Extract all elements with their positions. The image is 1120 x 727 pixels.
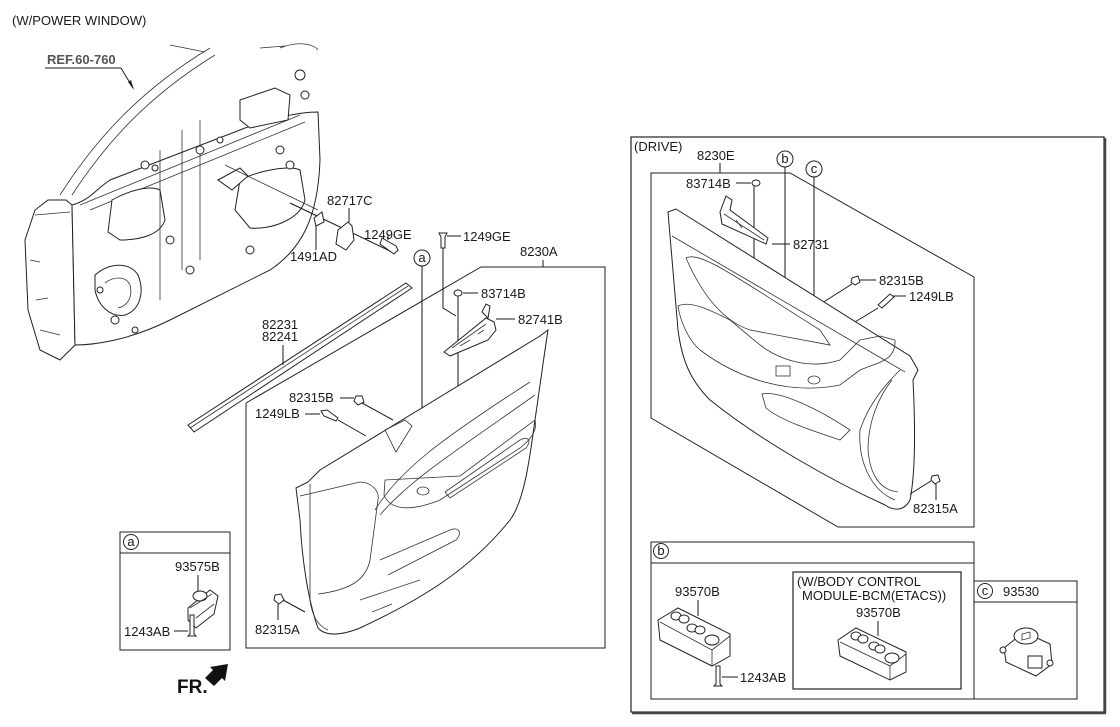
label-1249LB-drive[interactable]: 1249LB — [909, 289, 954, 304]
label-93530[interactable]: 93530 — [1003, 584, 1039, 599]
diagram-title: (W/POWER WINDOW) — [12, 13, 146, 28]
label-82315B-drive[interactable]: 82315B — [879, 273, 924, 288]
detail-b-box: b 93570B 1243AB (W/BODY CONTROL MODULE-B… — [650, 541, 975, 700]
detail-c-badge — [977, 583, 993, 599]
label-82231[interactable]: 82231 — [262, 317, 298, 332]
screw-1249ge-b — [438, 232, 448, 249]
detail-a-letter: a — [127, 534, 135, 549]
front-arrow-icon — [205, 664, 228, 686]
label-1491AD[interactable]: 1491AD — [290, 249, 337, 264]
detail-a-box: a 93575B 1243AB — [119, 531, 231, 651]
switch-93575b-icon — [187, 589, 219, 629]
bcm-variant-box — [792, 571, 962, 690]
door-inner-panel-drawing — [24, 43, 321, 361]
label-82315B[interactable]: 82315B — [289, 390, 334, 405]
detail-c-letter: c — [982, 583, 989, 598]
door-frame-reference: REF.60-760 — [24, 43, 321, 361]
drive-panel-title: (DRIVE) — [634, 139, 682, 154]
label-83714B-drive[interactable]: 83714B — [686, 176, 731, 191]
detail-a-badge — [123, 534, 139, 550]
switch-recess-c — [807, 375, 821, 385]
clip-83714b-drive — [751, 179, 761, 187]
detail-c-box: c 93530 — [973, 580, 1078, 700]
bolt-1249ge-a — [379, 237, 399, 255]
label-1249GE-a[interactable]: 1249GE — [364, 227, 412, 242]
clip-82315a-drive — [930, 474, 941, 485]
label-82315A-drive[interactable]: 82315A — [913, 501, 958, 516]
clip-83714b — [453, 289, 463, 297]
door-trim-panel-drawing — [295, 328, 549, 635]
clip-82315b — [353, 395, 365, 406]
ref-label[interactable]: REF.60-760 — [47, 52, 116, 67]
label-93575B[interactable]: 93575B — [175, 559, 220, 574]
clip-82315a — [273, 593, 285, 605]
door-trim-panel-drawing-drive — [667, 208, 919, 510]
callout-a-letter[interactable]: a — [418, 250, 426, 265]
label-82731[interactable]: 82731 — [793, 237, 829, 252]
screw-1243ab-b — [712, 665, 724, 687]
label-1243AB-a[interactable]: 1243AB — [124, 624, 170, 639]
clip-82315b-drive — [850, 275, 861, 286]
callout-c-letter[interactable]: c — [811, 161, 818, 176]
label-1249GE-b[interactable]: 1249GE — [463, 229, 511, 244]
label-83714B[interactable]: 83714B — [481, 286, 526, 301]
label-93570B-bcm[interactable]: 93570B — [856, 605, 901, 620]
front-label: FR. — [177, 677, 208, 698]
label-82741B[interactable]: 82741B — [518, 312, 563, 327]
bolt-1249lb — [320, 409, 339, 422]
label-93570B-b[interactable]: 93570B — [675, 584, 720, 599]
label-1243AB-b[interactable]: 1243AB — [740, 670, 786, 685]
label-1249LB[interactable]: 1249LB — [255, 406, 300, 421]
detail-b-badge — [653, 543, 669, 559]
label-82717C[interactable]: 82717C — [327, 193, 373, 208]
label-8230A[interactable]: 8230A — [520, 244, 558, 259]
switch-recess-b — [775, 365, 791, 377]
bolt-1249lb-drive — [877, 293, 895, 309]
detail-b-letter: b — [657, 543, 664, 558]
bcm-note-line2: MODULE-BCM(ETACS)) — [802, 588, 946, 603]
master-switch-bcm-icon — [837, 627, 907, 681]
bracket-82717c — [335, 221, 355, 251]
clip-1491ad — [313, 211, 325, 227]
lock-knob — [416, 486, 430, 496]
screw-1243ab-a — [186, 614, 198, 637]
label-82315A[interactable]: 82315A — [255, 622, 300, 637]
inner-handle-82731 — [719, 195, 769, 245]
master-switch-93570b-icon — [657, 607, 731, 667]
inner-handle-82741b — [443, 317, 497, 357]
arrow-icon — [128, 80, 134, 90]
front-direction-indicator: FR. — [177, 664, 228, 698]
trim-assembly-8230a: 8230A 1249GE a 83714B 82741B 82315B 1249… — [245, 229, 606, 649]
drive-panel: (DRIVE) 8230E b c 83714B 82731 82315B 12… — [630, 136, 1107, 715]
bracket-group: 1491AD 82717C 1249GE — [289, 193, 412, 264]
mirror-switch-93530-icon — [999, 627, 1054, 677]
bcm-note-line1: (W/BODY CONTROL — [797, 574, 921, 589]
callout-b-letter[interactable]: b — [781, 151, 788, 166]
label-8230E[interactable]: 8230E — [697, 148, 735, 163]
weatherstrip-group: 82231 82241 — [187, 282, 413, 433]
label-82241[interactable]: 82241 — [262, 329, 298, 344]
